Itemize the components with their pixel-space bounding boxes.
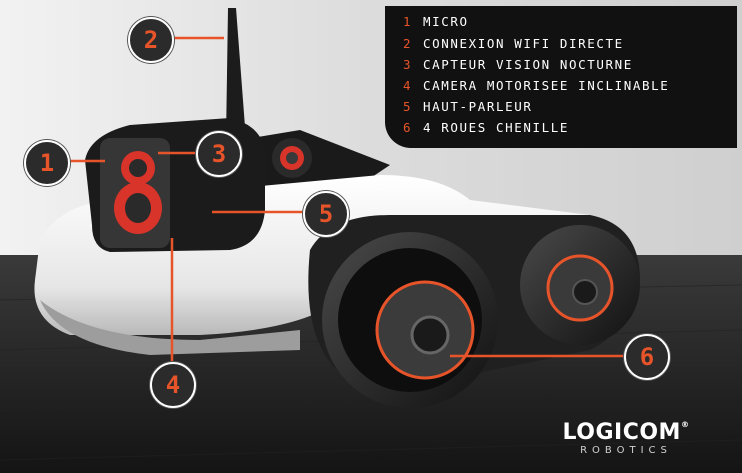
legend-label: MICRO (423, 14, 469, 29)
legend-number: 6 (403, 120, 413, 135)
brand-logo: LOGICOM® ROBOTICS (562, 420, 690, 456)
feature-legend: 1 MICRO 2 CONNEXION WIFI DIRECTE 3 CAPTE… (385, 6, 737, 148)
logo-wordmark: LOGICOM® (562, 420, 690, 445)
legend-label: CONNEXION WIFI DIRECTE (423, 36, 624, 51)
legend-label: CAMERA MOTORISEE INCLINABLE (423, 78, 670, 93)
callout-1: 1 (24, 140, 70, 186)
legend-number: 1 (403, 14, 413, 29)
legend-label: CAPTEUR VISION NOCTURNE (423, 57, 633, 72)
legend-item: 1 MICRO (403, 14, 469, 34)
legend-number: 5 (403, 99, 413, 114)
legend-label: 4 ROUES CHENILLE (423, 120, 570, 135)
callout-2: 2 (128, 17, 174, 63)
legend-number: 4 (403, 78, 413, 93)
legend-item: 2 CONNEXION WIFI DIRECTE (403, 36, 624, 56)
logo-brand: LOGICOM (562, 420, 681, 445)
logo-registered: ® (680, 420, 690, 429)
callout-5: 5 (303, 191, 349, 237)
legend-item: 5 HAUT-PARLEUR (403, 99, 533, 119)
callout-3: 3 (196, 131, 242, 177)
logo-subtitle: ROBOTICS (580, 445, 672, 456)
legend-item: 4 CAMERA MOTORISEE INCLINABLE (403, 78, 669, 98)
callout-4: 4 (150, 362, 196, 408)
callout-6: 6 (624, 334, 670, 380)
legend-number: 2 (403, 36, 413, 51)
legend-item: 3 CAPTEUR VISION NOCTURNE (403, 57, 633, 77)
legend-item: 6 4 ROUES CHENILLE (403, 120, 569, 140)
legend-number: 3 (403, 57, 413, 72)
legend-label: HAUT-PARLEUR (423, 99, 533, 114)
